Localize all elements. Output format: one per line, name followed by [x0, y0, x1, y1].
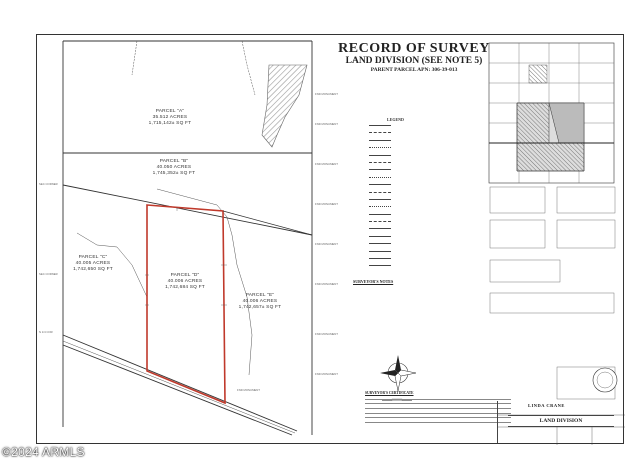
legend: LEGEND [369, 117, 519, 270]
parcel-d-outline [146, 204, 226, 405]
svg-text:FND MONUMENT: FND MONUMENT [315, 332, 338, 336]
svg-text:SEC CORNER: SEC CORNER [39, 182, 58, 186]
watermark: ©2024 ARMLS [2, 445, 85, 459]
legend-title: LEGEND [387, 117, 404, 122]
svg-text:FND MONUMENT: FND MONUMENT [315, 122, 338, 126]
parcel-a-label: PARCEL "A" 35.512 ACRES 1,715,142± SQ FT [148, 109, 192, 126]
title-block-bottom: LINDA CRANE LAND DIVISION [497, 401, 624, 443]
page-title: RECORD OF SURVEY [338, 41, 490, 56]
surveyor-seal [592, 367, 618, 393]
north-arrow-icon [380, 355, 417, 392]
svg-text:FND MONUMENT: FND MONUMENT [315, 202, 338, 206]
surveyor-notes: SURVEYOR'S NOTES [353, 279, 513, 309]
svg-text:N 1/4 COR: N 1/4 COR [39, 330, 53, 334]
surveyor-name: LINDA CRANE [528, 403, 565, 408]
surveyor-certificate: SURVEYOR'S CERTIFICATE [365, 391, 511, 424]
svg-text:FND MONUMENT: FND MONUMENT [315, 242, 338, 246]
parent-parcel: PARENT PARCEL APN: 306-39-013 [370, 67, 458, 73]
svg-text:SEC CORNER: SEC CORNER [39, 272, 58, 276]
certificate-title: SURVEYOR'S CERTIFICATE [365, 391, 414, 395]
vicinity-map [488, 42, 615, 184]
title-block: RECORD OF SURVEY LAND DIVISION (SEE NOTE… [329, 41, 499, 74]
svg-text:FND MONUMENT: FND MONUMENT [315, 372, 338, 376]
svg-text:FND MONUMENT: FND MONUMENT [237, 388, 260, 392]
parcel-b-label: PARCEL "B" 40.050 ACRES 1,745,352± SQ FT [152, 159, 196, 176]
drawing-title: LAND DIVISION [508, 415, 614, 427]
parcel-e-label: PARCEL "E" 40.006 ACRES 1,742,657± SQ FT [238, 293, 282, 310]
svg-text:FND MONUMENT: FND MONUMENT [315, 162, 338, 166]
hatched-area [261, 64, 308, 148]
parcel-d-label: PARCEL "D" 40.006 ACRES 1,742,684 SQ FT [165, 273, 205, 290]
svg-text:FND MONUMENT: FND MONUMENT [315, 282, 338, 286]
parcel-c-label: PARCEL "C" 40.005 ACRES 1,742,650 SQ FT [73, 255, 113, 272]
svg-text:FND MONUMENT: FND MONUMENT [315, 92, 338, 96]
page-subtitle: LAND DIVISION (SEE NOTE 5) [345, 56, 483, 66]
notes-title: SURVEYOR'S NOTES [353, 279, 394, 284]
survey-sheet: SEC CORNER SEC CORNER N 1/4 COR FND MONU… [36, 34, 625, 445]
survey-drawing: SEC CORNER SEC CORNER N 1/4 COR FND MONU… [39, 40, 625, 445]
